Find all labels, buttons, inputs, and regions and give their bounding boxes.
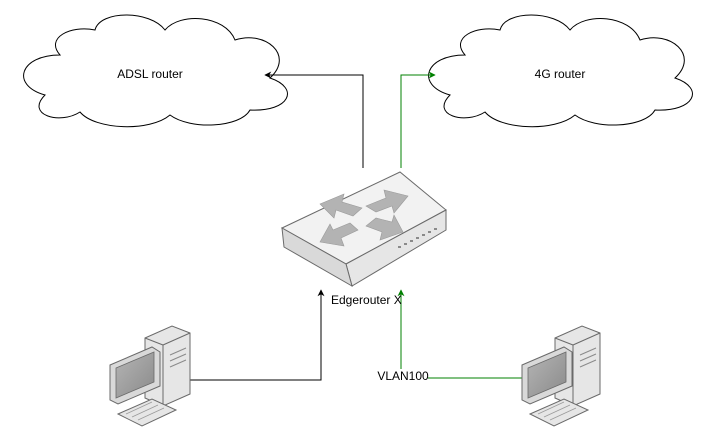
adsl-router-cloud[interactable]: ADSL router: [23, 14, 288, 128]
edge-pc-left-to-edgerouter: [188, 289, 325, 381]
adsl-router-label: ADSL router: [117, 67, 183, 81]
edgerouter-device[interactable]: [280, 171, 447, 288]
router-side-face: [281, 227, 353, 288]
pc-left-keyboard: [116, 398, 178, 427]
pc-right-screen: [527, 351, 567, 399]
edge-pc-right-to-edgerouter: [397, 289, 525, 379]
router-arrows-icon: [319, 189, 409, 247]
pc-right-keyboard: [528, 398, 590, 427]
svg-text:VLAN100: VLAN100: [377, 369, 429, 383]
vlan100-edge-label: VLAN100: [377, 369, 429, 384]
edgerouter-label: Edgerouter X: [331, 293, 402, 307]
edge-edgerouter-to-4g: [400, 71, 436, 168]
router-port-lights: [398, 228, 437, 248]
pc-left-screen: [115, 351, 155, 399]
pc-right-icon[interactable]: [521, 325, 601, 427]
4g-router-cloud[interactable]: 4G router: [428, 14, 693, 128]
edge-edgerouter-to-adsl: [264, 71, 364, 168]
pc-left-icon[interactable]: [109, 325, 191, 427]
4g-router-label: 4G router: [535, 67, 586, 81]
